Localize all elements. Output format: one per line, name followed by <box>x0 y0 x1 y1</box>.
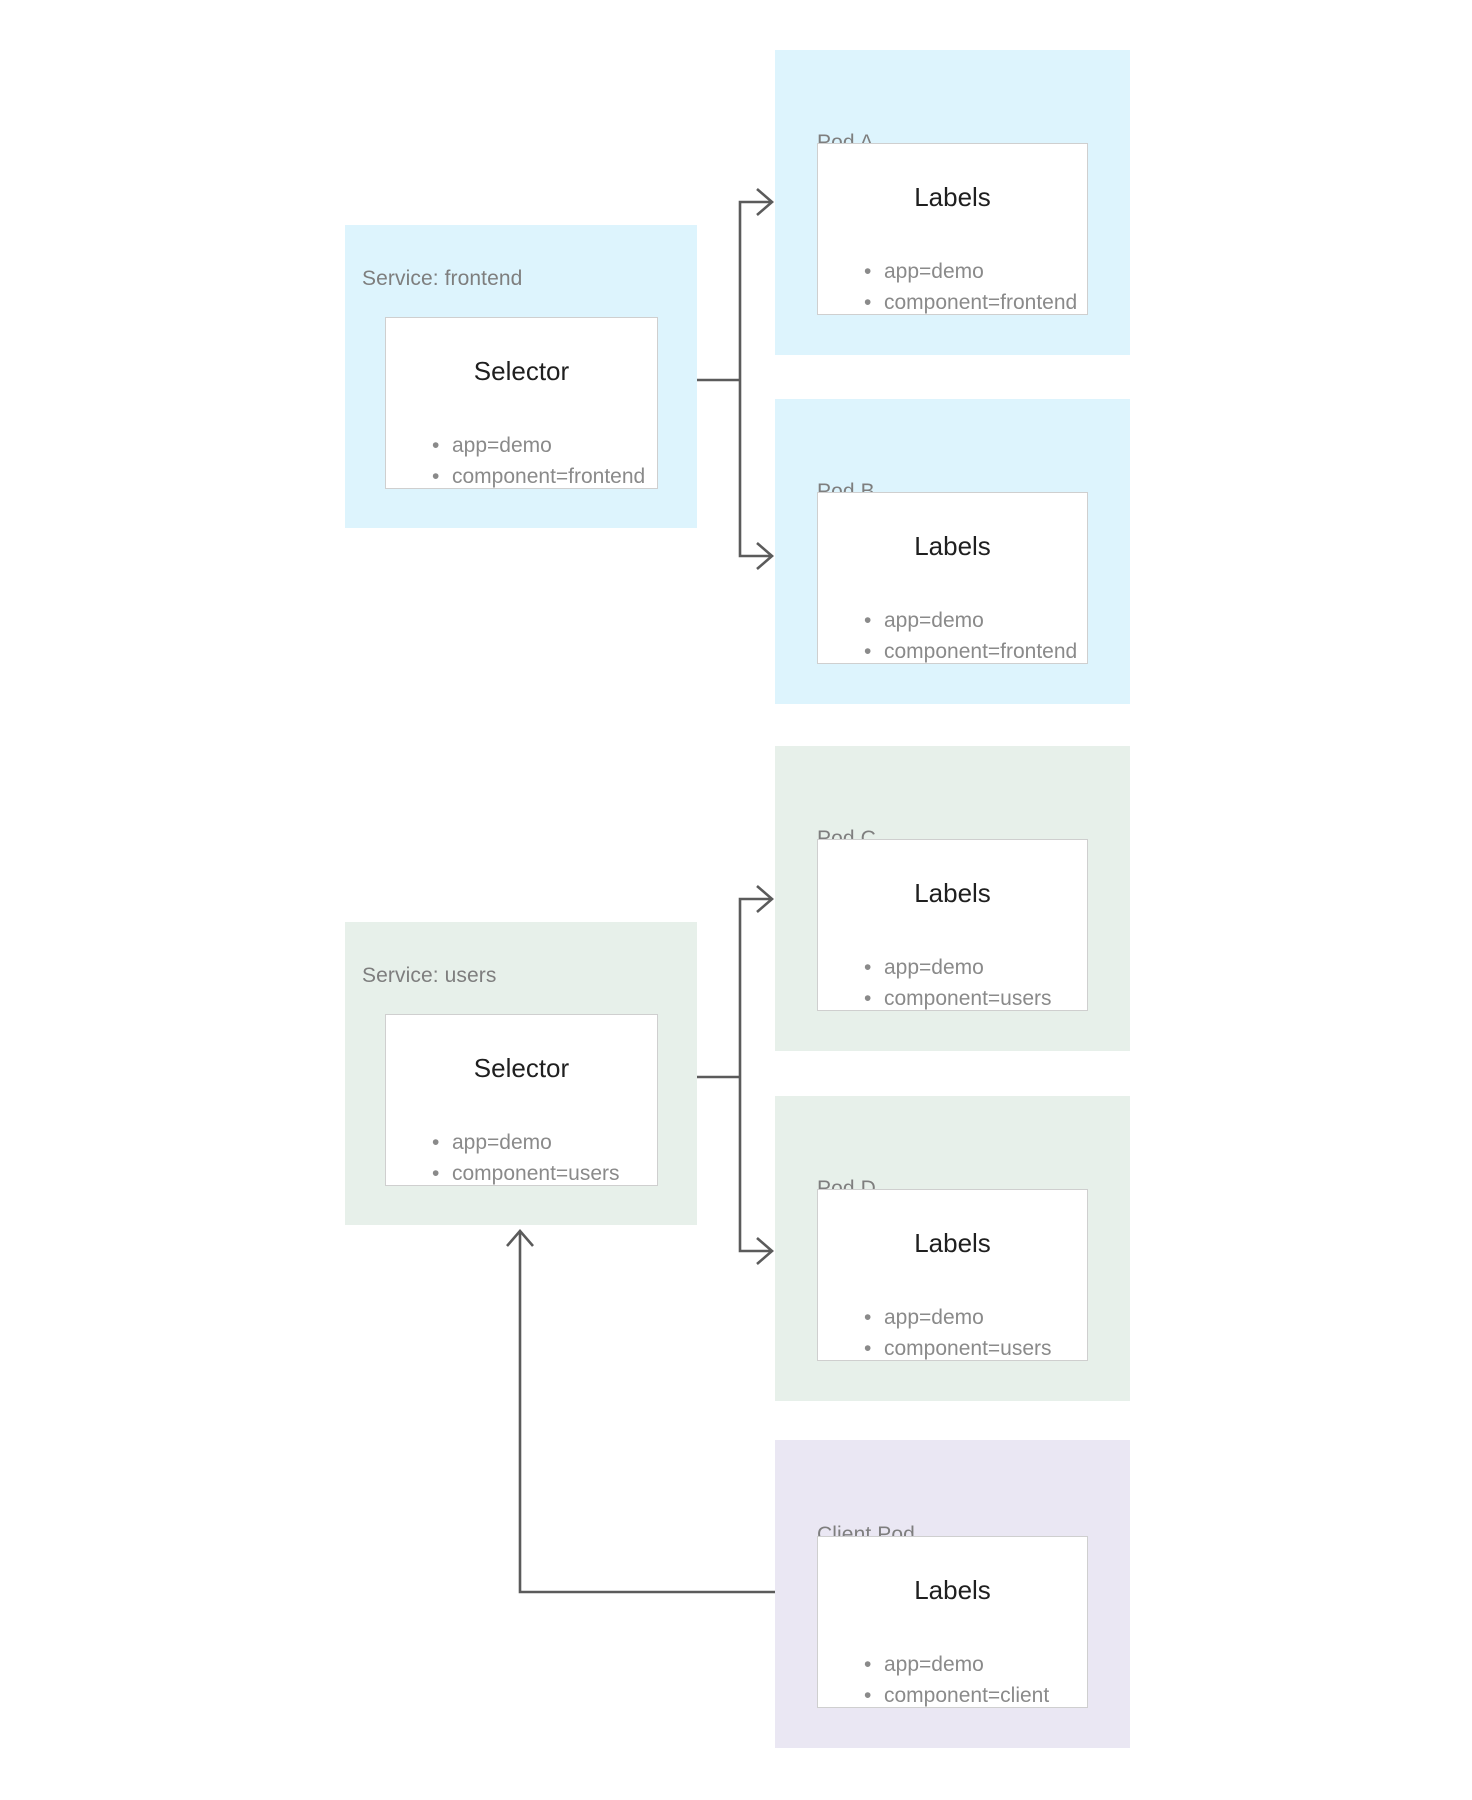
connector-users-to-pod-c <box>738 897 771 1077</box>
pod-d-labels-card: Labels app=demo component=users <box>817 1189 1088 1364</box>
service-frontend-group: Service: frontend Selector app=demo comp… <box>345 225 697 528</box>
pod-c-labels-card: Labels app=demo component=users <box>817 839 1088 1014</box>
service-frontend-selector-card: Selector app=demo component=frontend <box>385 317 658 492</box>
pod-b-labels-card-title: Labels <box>914 531 991 561</box>
connector-arrowhead-pod-a <box>756 188 774 216</box>
service-frontend-selector-list: app=demo component=frontend <box>432 430 657 492</box>
service-users-title: Service: users <box>362 964 497 987</box>
connector-client-to-users <box>518 1232 775 1594</box>
pod-b-labels-card: Labels app=demo component=frontend <box>817 492 1088 667</box>
connector-arrowhead-pod-c <box>756 885 774 913</box>
service-users-group: Service: users Selector app=demo compone… <box>345 922 697 1225</box>
service-users-selector-item: component=users <box>432 1158 657 1189</box>
pod-b-label-item: component=frontend <box>864 636 1087 667</box>
pod-b-group: Pod B Labels app=demo component=frontend <box>775 399 1130 704</box>
pod-d-label-item: app=demo <box>864 1302 1087 1333</box>
client-pod-label-list: app=demo component=client <box>864 1649 1087 1711</box>
pod-a-label-list: app=demo component=frontend <box>864 256 1087 318</box>
client-pod-group: Client Pod Labels app=demo component=cli… <box>775 1440 1130 1748</box>
pod-c-label-item: component=users <box>864 983 1087 1014</box>
service-users-selector-card-title: Selector <box>473 1053 570 1083</box>
pod-d-label-item: component=users <box>864 1333 1087 1364</box>
pod-d-label-list: app=demo component=users <box>864 1302 1087 1364</box>
pod-c-label-list: app=demo component=users <box>864 952 1087 1014</box>
connector-arrowhead-pod-d <box>756 1237 774 1265</box>
pod-a-group: Pod A Labels app=demo component=frontend <box>775 50 1130 355</box>
service-users-selector-list: app=demo component=users <box>432 1127 657 1189</box>
pod-c-label-item: app=demo <box>864 952 1087 983</box>
service-users-selector-card: Selector app=demo component=users <box>385 1014 658 1189</box>
pod-a-labels-card: Labels app=demo component=frontend <box>817 143 1088 318</box>
service-users-selector-item: app=demo <box>432 1127 657 1158</box>
client-pod-labels-card-title: Labels <box>914 1575 991 1605</box>
pod-c-labels-card-title: Labels <box>914 878 991 908</box>
service-frontend-selector-item: app=demo <box>432 430 657 461</box>
connector-users-to-pod-d <box>738 1077 771 1253</box>
client-pod-label-item: app=demo <box>864 1649 1087 1680</box>
client-pod-label-item: component=client <box>864 1680 1087 1711</box>
connector-arrowhead-users-service <box>506 1229 534 1247</box>
pod-b-label-list: app=demo component=frontend <box>864 605 1087 667</box>
connector-frontend-to-pod-a <box>738 200 771 380</box>
connector-frontend-to-pod-b <box>738 380 771 558</box>
pod-b-label-item: app=demo <box>864 605 1087 636</box>
pod-a-label-item: component=frontend <box>864 287 1087 318</box>
pod-c-group: Pod C Labels app=demo component=users <box>775 746 1130 1051</box>
pod-d-group: Pod D Labels app=demo component=users <box>775 1096 1130 1401</box>
service-frontend-title: Service: frontend <box>362 267 523 290</box>
pod-a-label-item: app=demo <box>864 256 1087 287</box>
pod-d-labels-card-title: Labels <box>914 1228 991 1258</box>
pod-a-labels-card-title: Labels <box>914 182 991 212</box>
service-frontend-selector-card-title: Selector <box>473 356 570 386</box>
connector-arrowhead-pod-b <box>756 542 774 570</box>
client-pod-labels-card: Labels app=demo component=client <box>817 1536 1088 1711</box>
service-frontend-selector-item: component=frontend <box>432 461 657 492</box>
